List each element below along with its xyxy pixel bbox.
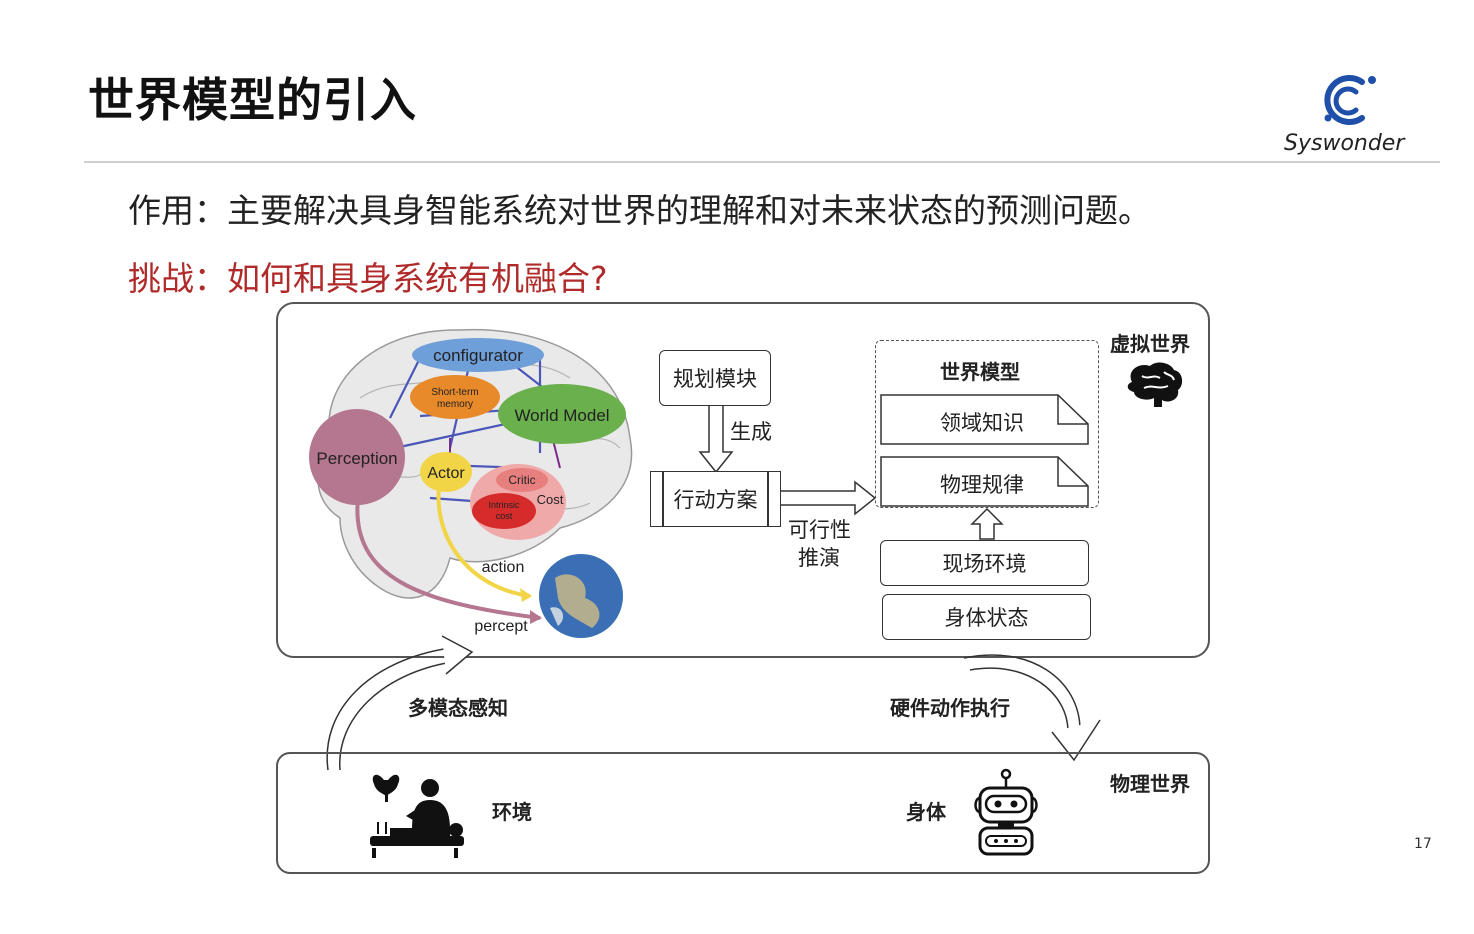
hardware-execution-label: 硬件动作执行 [890,692,1010,721]
purpose-text: 作用：主要解决具身智能系统对世界的理解和对未来状态的预测问题。 [128,184,1151,232]
perception-label: Perception [316,449,397,468]
up-arrow-icon [970,508,1004,540]
environment-icon [366,766,466,860]
world-model-label: World Model [514,406,609,425]
configurator-label: configurator [433,346,523,365]
robot-icon [972,766,1040,858]
physics-rules-label: 物理规律 [940,469,1024,499]
body-label: 身体 [906,796,946,825]
body-state-box: 身体状态 [882,594,1091,640]
generate-label: 生成 [730,416,772,446]
feasibility-arrow-icon [781,480,877,516]
multimodal-perception-label: 多模态感知 [408,692,508,721]
domain-knowledge-label: 领域知识 [940,407,1024,437]
actor-label: Actor [427,465,465,482]
page-title: 世界模型的引入 [88,64,417,130]
page-number: 17 [1414,836,1432,852]
brain-icon [1124,360,1186,408]
critic-label: Critic [508,473,535,487]
cost-label: Cost [537,492,564,507]
environment-label: 环境 [492,796,532,825]
header-divider [84,161,1440,163]
syswonder-logo-icon [1310,66,1390,132]
intrinsic-cost-label-2: cost [496,511,513,521]
physical-world-label: 物理世界 [1110,768,1190,797]
action-plan-box: 行动方案 [650,471,781,527]
memory-label-2: memory [437,399,473,410]
action-plan-label: 行动方案 [674,484,758,514]
scene-env-box: 现场环境 [880,540,1089,586]
action-plan-right-bar [767,471,769,527]
action-label: action [482,559,525,576]
memory-label-1: Short-term [431,387,478,398]
feasibility-label-1: 可行性 [788,514,851,544]
feasibility-label-2: 推演 [798,542,840,572]
virtual-world-label: 虚拟世界 [1110,328,1190,357]
logo-text: Syswonder [1284,131,1404,156]
planning-module-box: 规划模块 [659,350,771,406]
intrinsic-cost-label-1: Intrinsic [488,500,520,510]
challenge-text: 挑战：如何和具身系统有机融合? [128,252,608,300]
brain-diagram: configurator Short-term memory World Mod… [300,318,640,648]
generate-arrow-icon [698,406,734,474]
world-model-title: 世界模型 [940,356,1020,385]
action-plan-left-bar [662,471,664,527]
